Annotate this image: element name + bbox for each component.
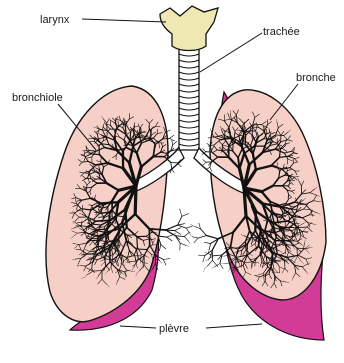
trachea-label: trachée: [263, 26, 300, 38]
bronchiole-branch: [186, 226, 192, 228]
bronchiole-branch: [201, 229, 207, 236]
bronchiole-branch: [203, 149, 206, 152]
bronchiole-branch: [150, 131, 151, 138]
pleura-label: plèvre: [159, 323, 189, 335]
bronchiole-branch: [184, 236, 188, 241]
bronchiole-branch: [205, 266, 208, 269]
bronchiole-branch: [213, 255, 222, 256]
bronchiole-branch: [159, 245, 160, 251]
bronchiole-branch: [163, 259, 170, 260]
bronchiole-branch: [194, 238, 198, 243]
bronchiole-branch: [172, 169, 175, 173]
bronchiole-branch: [241, 144, 242, 150]
bronchiole-branch: [175, 236, 184, 237]
bronchiole-branch: [205, 252, 208, 253]
trachea: [179, 48, 199, 150]
bronchiole-branch: [247, 244, 248, 255]
bronchiole-branch: [173, 233, 176, 235]
bronchiole-branch: [135, 186, 136, 214]
bronchiole-branch: [198, 236, 206, 239]
bronchiole-branch: [102, 144, 109, 145]
bronchiole-branch: [91, 154, 99, 155]
bronchiole-branch: [167, 237, 172, 241]
bronchiole-branch: [184, 232, 189, 236]
bronchiole-branch: [206, 259, 209, 261]
bronchiole-branch: [186, 245, 189, 246]
bronchiole-branch: [166, 230, 175, 231]
bronchiole-branch: [244, 188, 246, 216]
bronchiole-branch: [178, 225, 187, 228]
bronchiole-branch: [95, 179, 100, 180]
bronchiole-branch: [203, 255, 205, 262]
bronchiole-branch: [188, 241, 190, 244]
bronchiole-branch: [212, 260, 217, 266]
bronchiole-branch: [138, 137, 144, 138]
bronchiole-branch: [206, 236, 218, 239]
bronchiole-branch: [212, 267, 215, 269]
right-lung: [210, 90, 326, 300]
bronchiole-branch: [137, 237, 138, 248]
bronchiole-branch: [180, 209, 182, 216]
bronchiole-branch: [170, 135, 175, 138]
bronchiole-branch: [167, 235, 173, 237]
bronchiole-branch: [220, 264, 223, 269]
bronchiole-branch: [232, 248, 239, 249]
bronchiole-branch: [276, 135, 284, 136]
bronchiole-branch: [190, 233, 192, 236]
bronchiole-branch: [173, 142, 177, 145]
bronchiole-branch: [161, 245, 166, 249]
bronchiole-branch: [191, 224, 195, 226]
bronchiole-branch: [180, 243, 186, 245]
bronchiole-branch: [229, 269, 230, 272]
bronchiole-branch: [163, 260, 166, 266]
bronchiole-label: bronchiole: [12, 92, 63, 104]
bronchiole-branch: [204, 269, 205, 272]
bronchiole-branch: [175, 228, 181, 231]
bronchiole-branch: [136, 249, 146, 250]
bronchiole-branch: [192, 237, 198, 238]
bronchiole-branch: [209, 244, 211, 250]
larynx-label: larynx: [40, 14, 70, 26]
bronchiole-branch: [178, 163, 182, 167]
bronchiole-branch: [208, 260, 213, 266]
bronchiole-branch: [182, 214, 189, 217]
bronchiole-branch: [160, 261, 162, 264]
bronchiole-branch: [210, 129, 211, 132]
bronchiole-branch: [175, 231, 181, 235]
bronchiole-branch: [178, 216, 182, 225]
bronchiole-branch: [166, 225, 178, 230]
bronchus-label: bronche: [296, 72, 336, 84]
bronchiole-branch: [245, 242, 246, 250]
bronchiole-branch: [172, 140, 173, 145]
bronchiole-branch: [204, 242, 210, 243]
larynx-shape: [160, 6, 218, 51]
bronchiole-branch: [275, 149, 282, 150]
